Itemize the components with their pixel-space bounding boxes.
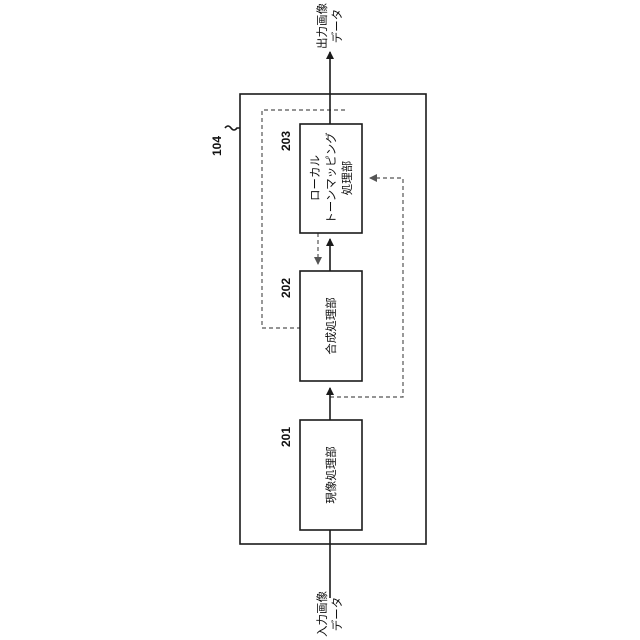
- output-label-line2: データ: [330, 9, 344, 44]
- block-201-label: 現像処理部: [324, 446, 338, 504]
- block-203-ref: 203: [279, 131, 293, 151]
- block-203-label-line1: ローカル: [308, 155, 322, 201]
- block-203-label-line2: トーンマッピング: [324, 132, 338, 224]
- output-label-line1: 出力画像: [315, 3, 329, 49]
- block-201-ref: 201: [279, 427, 293, 447]
- module-ref-leader: [225, 126, 240, 130]
- input-label-line1: 入力画像: [315, 591, 329, 637]
- block-202-ref: 202: [279, 278, 293, 298]
- block-203-label-line3: 処理部: [340, 161, 354, 196]
- module-ref-label: 104: [210, 136, 224, 156]
- input-label-line2: データ: [330, 597, 344, 632]
- block-202-label: 合成処理部: [324, 297, 338, 355]
